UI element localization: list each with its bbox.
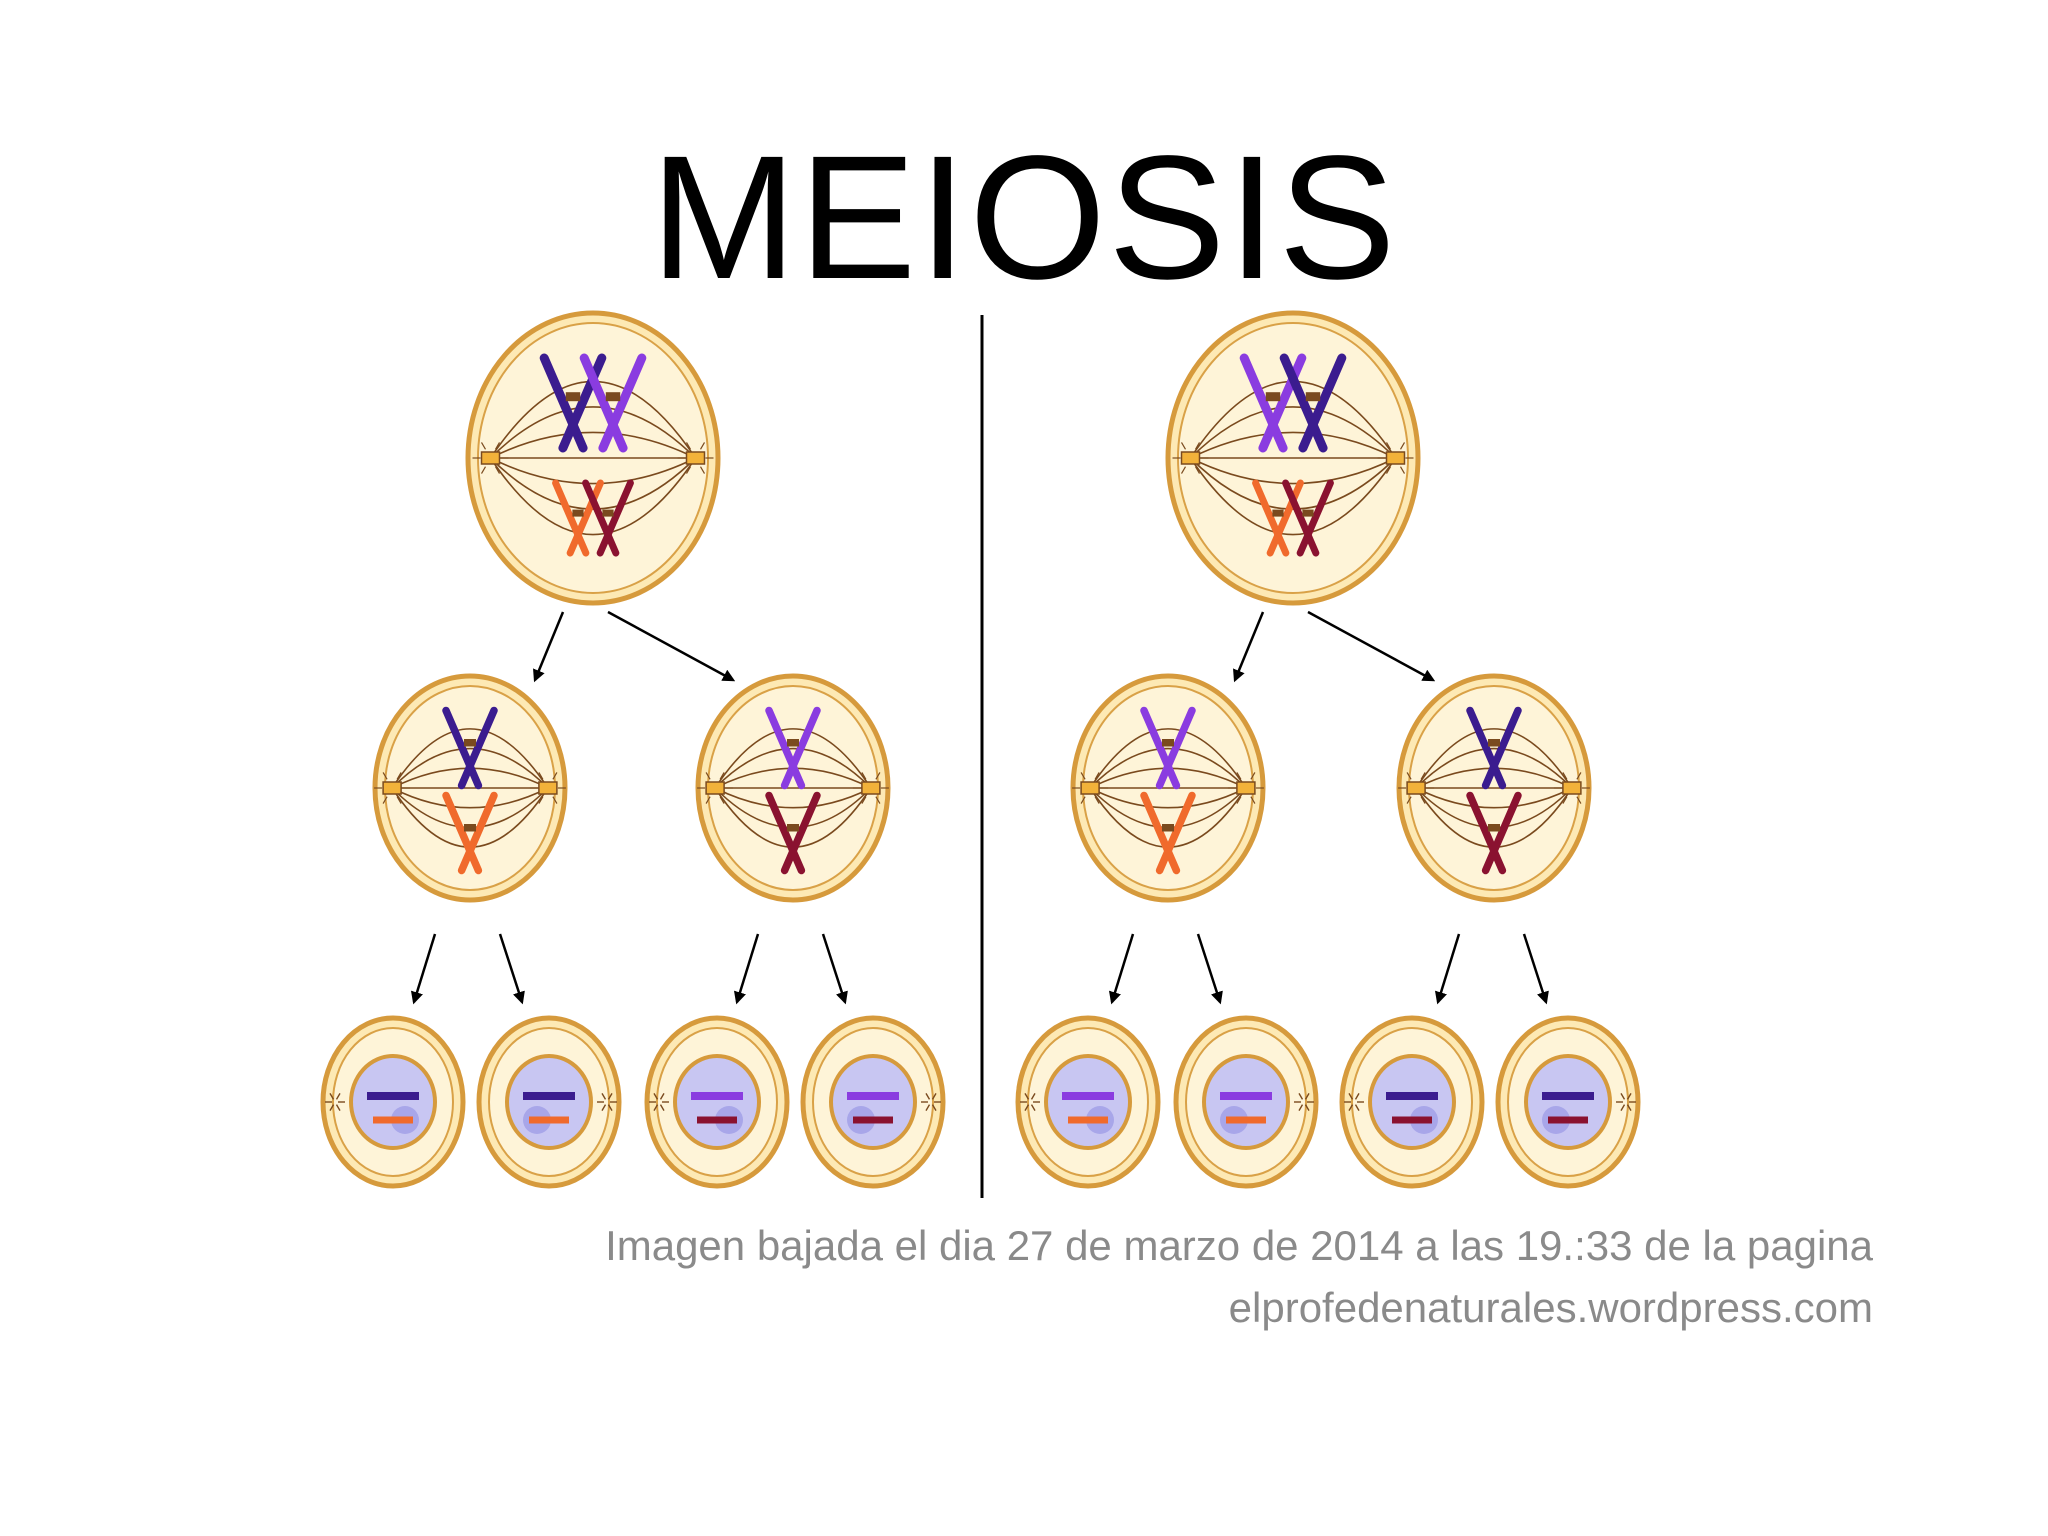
centriole (1354, 1104, 1360, 1112)
gamete-cell (644, 1015, 790, 1189)
chromosome (1279, 353, 1347, 453)
arrow (533, 611, 565, 683)
nucleus (673, 1054, 761, 1150)
chromosome (1466, 706, 1522, 790)
spindle-fibers (472, 380, 714, 536)
centriole (931, 1104, 937, 1112)
arrow (1434, 933, 1461, 1005)
centriole (1030, 1092, 1036, 1100)
centriole (601, 1104, 607, 1112)
mother-cell (1165, 310, 1421, 606)
nucleus (1524, 1054, 1612, 1150)
centriole (1298, 1092, 1304, 1100)
centriole (931, 1092, 937, 1100)
centriole (653, 1092, 659, 1100)
arrow (1522, 933, 1549, 1005)
chromosome (552, 479, 604, 557)
chromosome (582, 479, 634, 557)
centriole (1298, 1104, 1304, 1112)
centriole (329, 1092, 335, 1100)
gamete-cell (1173, 1015, 1319, 1189)
centriole (1620, 1092, 1626, 1100)
chromosome (765, 706, 821, 790)
chromosome (1140, 791, 1196, 875)
daughter-cell (372, 673, 568, 903)
arrow (1307, 610, 1436, 682)
caption-line-1: Imagen bajada el dia 27 de marzo de 2014… (605, 1222, 1873, 1269)
chromosome (1140, 706, 1196, 790)
centriole (1348, 1104, 1354, 1112)
daughter-cell (1396, 673, 1592, 903)
daughter-cell (695, 673, 891, 903)
centriole (329, 1104, 335, 1112)
gamete-cell (476, 1015, 622, 1189)
mother-cell (465, 310, 721, 606)
arrow (498, 933, 525, 1005)
centriole (1304, 1092, 1310, 1100)
gamete-cell (800, 1015, 946, 1189)
gamete-cell (320, 1015, 466, 1189)
centriole (1354, 1092, 1360, 1100)
arrow (1196, 933, 1223, 1005)
centriole (335, 1092, 341, 1100)
centriole (1626, 1092, 1632, 1100)
centriole (1024, 1092, 1030, 1100)
gamete-cell (1015, 1015, 1161, 1189)
centriole (1620, 1104, 1626, 1112)
image-source-caption: Imagen bajada el dia 27 de marzo de 2014… (605, 1215, 1873, 1339)
centriole (335, 1104, 341, 1112)
arrow (821, 933, 848, 1005)
chromosome (579, 353, 647, 453)
centriole (601, 1092, 607, 1100)
chromosome (442, 706, 498, 790)
spindle-fibers (1172, 380, 1414, 536)
arrow (1233, 611, 1265, 683)
nucleus (1044, 1054, 1132, 1150)
arrow (1108, 933, 1135, 1005)
centriole (607, 1092, 613, 1100)
centriole (925, 1092, 931, 1100)
chromosome (1252, 479, 1304, 557)
nucleus (349, 1054, 437, 1150)
spindle-fibers (374, 728, 566, 848)
spindle-fibers (1072, 728, 1264, 848)
centriole (659, 1104, 665, 1112)
daughter-cell (1070, 673, 1266, 903)
arrow (733, 933, 760, 1005)
nucleus (1368, 1054, 1456, 1150)
nucleus (829, 1054, 917, 1150)
centriole (1024, 1104, 1030, 1112)
nucleus (505, 1054, 593, 1150)
chromosome (442, 791, 498, 875)
centriole (659, 1092, 665, 1100)
arrow (410, 933, 437, 1005)
nucleus (1202, 1054, 1290, 1150)
arrow (607, 610, 736, 682)
centriole (1030, 1104, 1036, 1112)
caption-line-2: elprofedenaturales.wordpress.com (1228, 1284, 1873, 1331)
slide-title: MEIOSIS (650, 120, 1398, 316)
centriole (1348, 1092, 1354, 1100)
centriole (1626, 1104, 1632, 1112)
chromosome (1282, 479, 1334, 557)
gamete-cell (1339, 1015, 1485, 1189)
centriole (653, 1104, 659, 1112)
centriole (607, 1104, 613, 1112)
chromosome (765, 791, 821, 875)
centriole (925, 1104, 931, 1112)
centriole (1304, 1104, 1310, 1112)
chromosome (1466, 791, 1522, 875)
gamete-cell (1495, 1015, 1641, 1189)
